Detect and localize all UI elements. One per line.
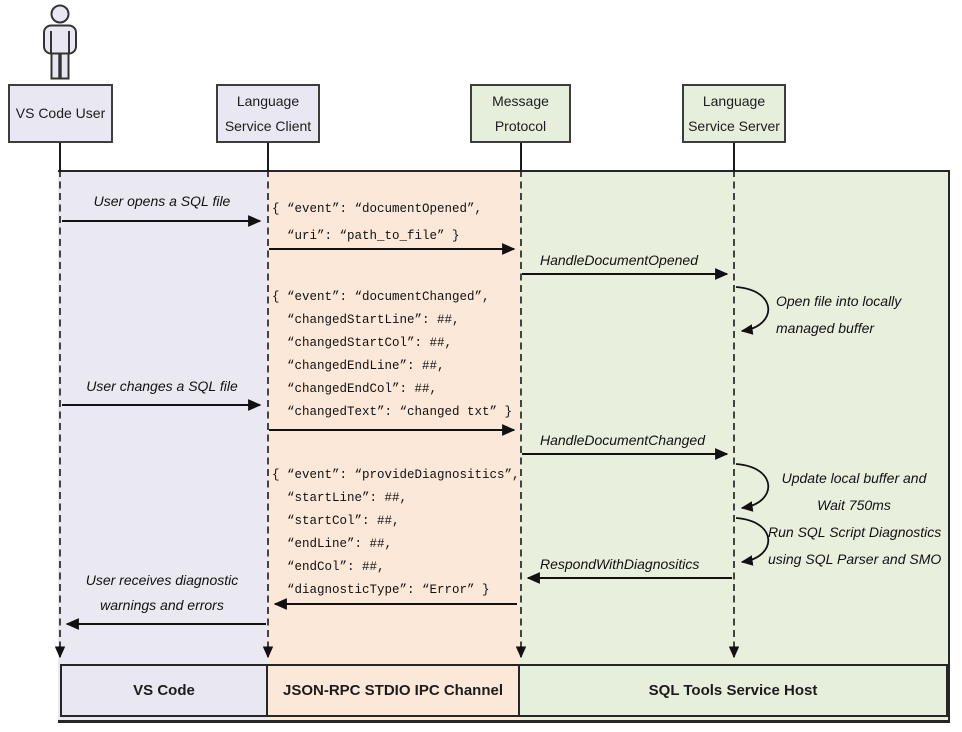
person-icon bbox=[43, 4, 77, 80]
lane-vscode bbox=[58, 172, 268, 720]
note-line: using SQL Parser and SMO bbox=[768, 551, 942, 567]
payload-document-changed: { “event”: “documentChanged”, “changedSt… bbox=[272, 286, 512, 424]
swimlane-region bbox=[58, 170, 950, 723]
label-user-receives-line2: warnings and errors bbox=[100, 597, 224, 613]
note-line: Update local buffer and bbox=[781, 470, 927, 486]
label-user-receives-line1: User receives diagnostic bbox=[85, 572, 239, 588]
label-respond-with-diagnostics: RespondWithDiagnositics bbox=[540, 556, 700, 572]
actor-label-line1: Language bbox=[702, 92, 766, 109]
label-user-changes: User changes a SQL file bbox=[86, 378, 238, 394]
payload-line: “changedEndCol”: ##, bbox=[272, 382, 438, 396]
payload-line: “startCol”: ##, bbox=[272, 514, 400, 528]
footer-label: SQL Tools Service Host bbox=[648, 682, 818, 699]
lifeline-stubs bbox=[59, 143, 735, 170]
note-line: managed buffer bbox=[776, 320, 875, 336]
footer-label: VS Code bbox=[133, 682, 195, 699]
actor-label-line2: Protocol bbox=[494, 117, 547, 134]
payload-line: “endCol”: ##, bbox=[272, 560, 385, 574]
actor-label-line2: Service Server bbox=[688, 117, 780, 134]
note-line: Wait 750ms bbox=[817, 497, 891, 513]
actor-box-language-service-client: Language Service Client bbox=[216, 84, 320, 143]
actor-label-line1: Message bbox=[492, 92, 549, 109]
label-user-opens: User opens a SQL file bbox=[93, 193, 231, 209]
footer-box-vscode: VS Code bbox=[60, 664, 268, 717]
actor-label-line1: Language bbox=[236, 92, 300, 109]
actor-label: VS Code User bbox=[15, 105, 106, 121]
payload-line: “changedText”: “changed txt” } bbox=[272, 405, 513, 419]
payload-line: “changedStartCol”: ##, bbox=[272, 336, 453, 350]
actor-box-language-service-server: Language Service Server bbox=[682, 84, 786, 143]
footer-box-service-host: SQL Tools Service Host bbox=[518, 664, 948, 717]
note-update-buffer: Update local buffer and Wait 750ms bbox=[768, 465, 940, 519]
payload-line: “endLine”: ##, bbox=[272, 537, 393, 551]
footer-box-ipc-channel: JSON-RPC STDIO IPC Channel bbox=[266, 664, 520, 717]
actor-box-vscode-user: VS Code User bbox=[8, 84, 113, 143]
footer-label: JSON-RPC STDIO IPC Channel bbox=[282, 682, 504, 699]
payload-line: “changedStartLine”: ##, bbox=[272, 313, 460, 327]
payload-document-opened: { “event”: “documentOpened”, “uri”: “pat… bbox=[272, 196, 482, 250]
label-handle-document-changed: HandleDocumentChanged bbox=[540, 432, 705, 448]
payload-line: “startLine”: ##, bbox=[272, 491, 408, 505]
actor-label-line2: Service Client bbox=[224, 117, 312, 134]
payload-provide-diagnostics: { “event”: “provideDiagnositics”, “start… bbox=[272, 464, 520, 602]
payload-line: “uri”: “path_to_file” } bbox=[272, 229, 460, 243]
payload-line: { “event”: “documentChanged”, bbox=[272, 290, 490, 304]
note-line: Run SQL Script Diagnostics bbox=[768, 524, 942, 540]
payload-line: { “event”: “provideDiagnositics”, bbox=[272, 468, 520, 482]
lane-ipc-channel bbox=[268, 172, 520, 720]
note-line: Open file into locally bbox=[776, 293, 902, 309]
label-handle-document-opened: HandleDocumentOpened bbox=[540, 252, 698, 268]
payload-line: { “event”: “documentOpened”, bbox=[272, 202, 483, 216]
note-run-diagnostics: Run SQL Script Diagnostics using SQL Par… bbox=[768, 519, 941, 573]
payload-line: “diagnosticType”: “Error” } bbox=[272, 583, 490, 597]
actor-box-message-protocol: Message Protocol bbox=[470, 84, 571, 143]
note-open-file: Open file into locally managed buffer bbox=[776, 288, 901, 342]
payload-line: “changedEndLine”: ##, bbox=[272, 359, 445, 373]
